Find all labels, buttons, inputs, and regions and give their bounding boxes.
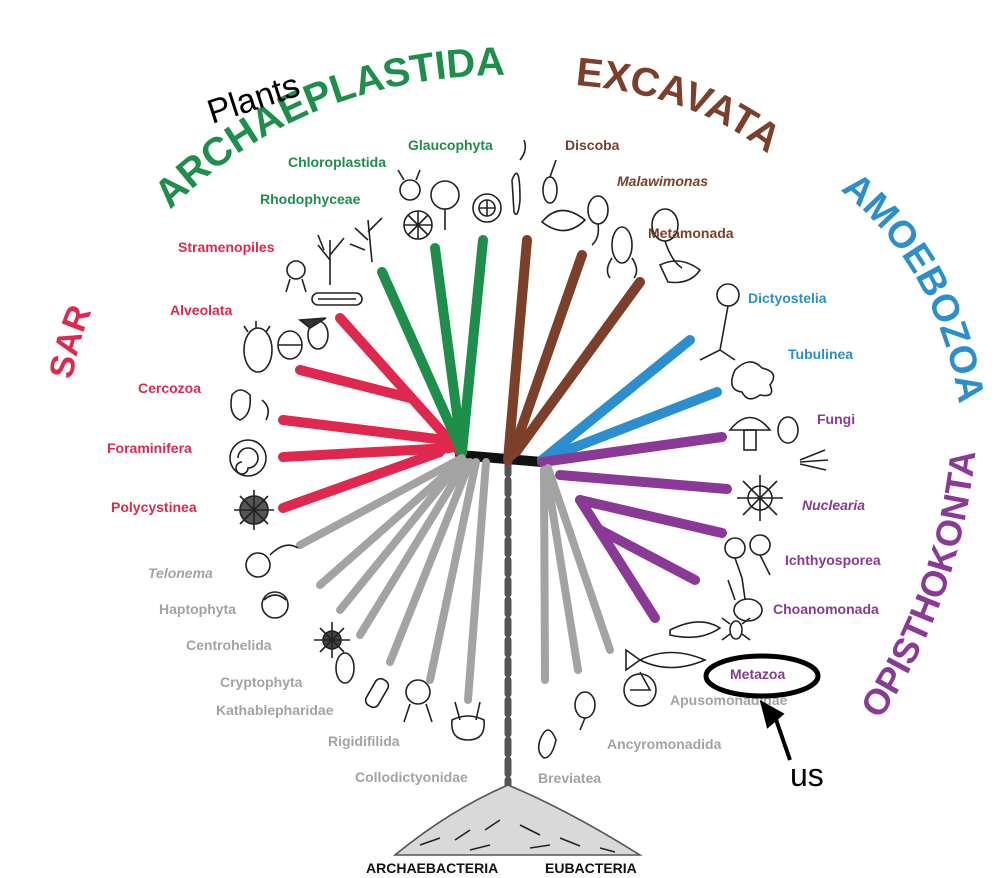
ancyromonad-icon	[574, 691, 596, 731]
malawimonas-icon	[587, 195, 609, 246]
amoeba-icon	[730, 361, 775, 400]
metamonad-icon	[658, 260, 702, 284]
supergroup-archaeplastida: ARCHAEPLASTIDA	[146, 40, 506, 217]
sar-branches	[278, 313, 465, 513]
supergroup-sar: SAR	[42, 300, 99, 381]
euglena-icon	[511, 139, 527, 216]
label-collodictyonidae: Collodictyonidae	[355, 769, 468, 785]
cercozoa-icon	[230, 389, 270, 421]
label-breviatea: Breviatea	[538, 770, 601, 786]
label-discoba: Discoba	[565, 137, 620, 153]
kathablepharid-icon	[364, 677, 390, 709]
clade-labels: Stramenopiles Alveolata Cercozoa Foramin…	[107, 137, 881, 876]
other-branches	[296, 454, 614, 704]
breviate-icon	[537, 729, 557, 759]
bacteria-mound-icon	[392, 784, 643, 856]
centrohelid-icon	[314, 622, 350, 658]
red-alga-icon	[349, 217, 383, 263]
amoebozoa-branches	[537, 335, 722, 465]
us-arrow-head	[759, 700, 785, 729]
label-cryptophyta: Cryptophyta	[220, 674, 303, 690]
nuclearia-icon	[737, 475, 783, 521]
label-kathablepharidae: Kathablepharidae	[216, 702, 334, 718]
rigidifilid-icon	[403, 679, 433, 723]
label-nuclearia: Nuclearia	[802, 497, 865, 513]
mushroom-icon	[728, 416, 772, 451]
telonema-icon	[245, 544, 299, 578]
foram-icon	[229, 439, 267, 477]
label-ichthyosporea: Ichthyosporea	[785, 552, 881, 568]
heliozoan-icon	[285, 260, 307, 293]
trypanosome-icon	[542, 159, 558, 204]
collodictyon-icon	[451, 701, 485, 741]
chlorophyte-icon	[397, 169, 421, 201]
label-centrohelida: Centrohelida	[186, 637, 272, 653]
metazoa-highlight: us	[703, 653, 824, 793]
label-malawimonas: Malawimonas	[617, 173, 708, 189]
insect-icon	[721, 617, 751, 641]
label-stramenopiles: Stramenopiles	[178, 239, 275, 255]
ichthyosporea-icon	[724, 534, 771, 579]
glaucophyte-icon	[472, 193, 502, 223]
label-haptophyta: Haptophyta	[159, 601, 236, 617]
tree-plant-icon	[430, 180, 460, 230]
apusomonad-icon	[623, 671, 657, 707]
mold-icon	[799, 449, 829, 471]
label-cercozoa: Cercozoa	[138, 380, 201, 396]
yeast-icon	[777, 416, 799, 444]
cryptophyte-icon	[335, 652, 355, 684]
label-fungi: Fungi	[817, 411, 855, 427]
label-polycystinea: Polycystinea	[111, 499, 197, 515]
label-metazoa: Metazoa	[730, 666, 785, 682]
supergroup-opisthokonta: OPISTHOKONTA	[852, 448, 983, 724]
label-dictyostelia: Dictyostelia	[748, 290, 827, 306]
us-annotation: us	[790, 757, 824, 793]
choanoflagellate-icon	[727, 577, 763, 622]
fish-icon	[625, 648, 708, 672]
sponge-icon	[669, 621, 722, 639]
kinetoplastid-icon	[540, 209, 587, 232]
trichomonas-icon	[651, 208, 683, 269]
label-archaebacteria: ARCHAEBACTERIA	[366, 860, 498, 876]
label-glaucophyta: Glaucophyta	[408, 137, 493, 153]
root-branches	[455, 450, 547, 789]
slime-mold-icon	[699, 283, 740, 361]
label-chloroplastida: Chloroplastida	[288, 154, 386, 170]
supergroup-amoebozoa: AMOEBOZOA	[834, 165, 991, 406]
label-foraminifera: Foraminifera	[107, 440, 192, 456]
giardia-icon	[606, 226, 638, 279]
label-telonema: Telonema	[148, 565, 213, 581]
diatom-icon	[311, 292, 363, 306]
label-ancyromonadida: Ancyromonadida	[607, 736, 722, 752]
archaeplastida-branches	[377, 235, 488, 457]
excavata-branches	[503, 235, 645, 465]
label-metamonada: Metamonada	[648, 225, 734, 241]
label-rhodophyceae: Rhodophyceae	[260, 191, 361, 207]
dinoflagellate-icon	[277, 330, 303, 360]
label-alveolata: Alveolata	[170, 302, 232, 318]
apicomplexa-icon	[297, 317, 329, 350]
label-choanomonada: Choanomonada	[773, 601, 879, 617]
ciliate-icon	[243, 321, 273, 373]
metazoa-circle	[703, 653, 821, 699]
label-eubacteria: EUBACTERIA	[545, 860, 637, 876]
radiolarian-icon	[234, 490, 274, 530]
label-rigidifilida: Rigidifilida	[328, 733, 400, 749]
opisthokonta-branches	[537, 432, 732, 623]
label-tubulinea: Tubulinea	[788, 346, 853, 362]
brown-alga-icon	[317, 234, 345, 285]
haptophyte-icon	[261, 591, 289, 619]
desmid-icon	[403, 210, 433, 240]
